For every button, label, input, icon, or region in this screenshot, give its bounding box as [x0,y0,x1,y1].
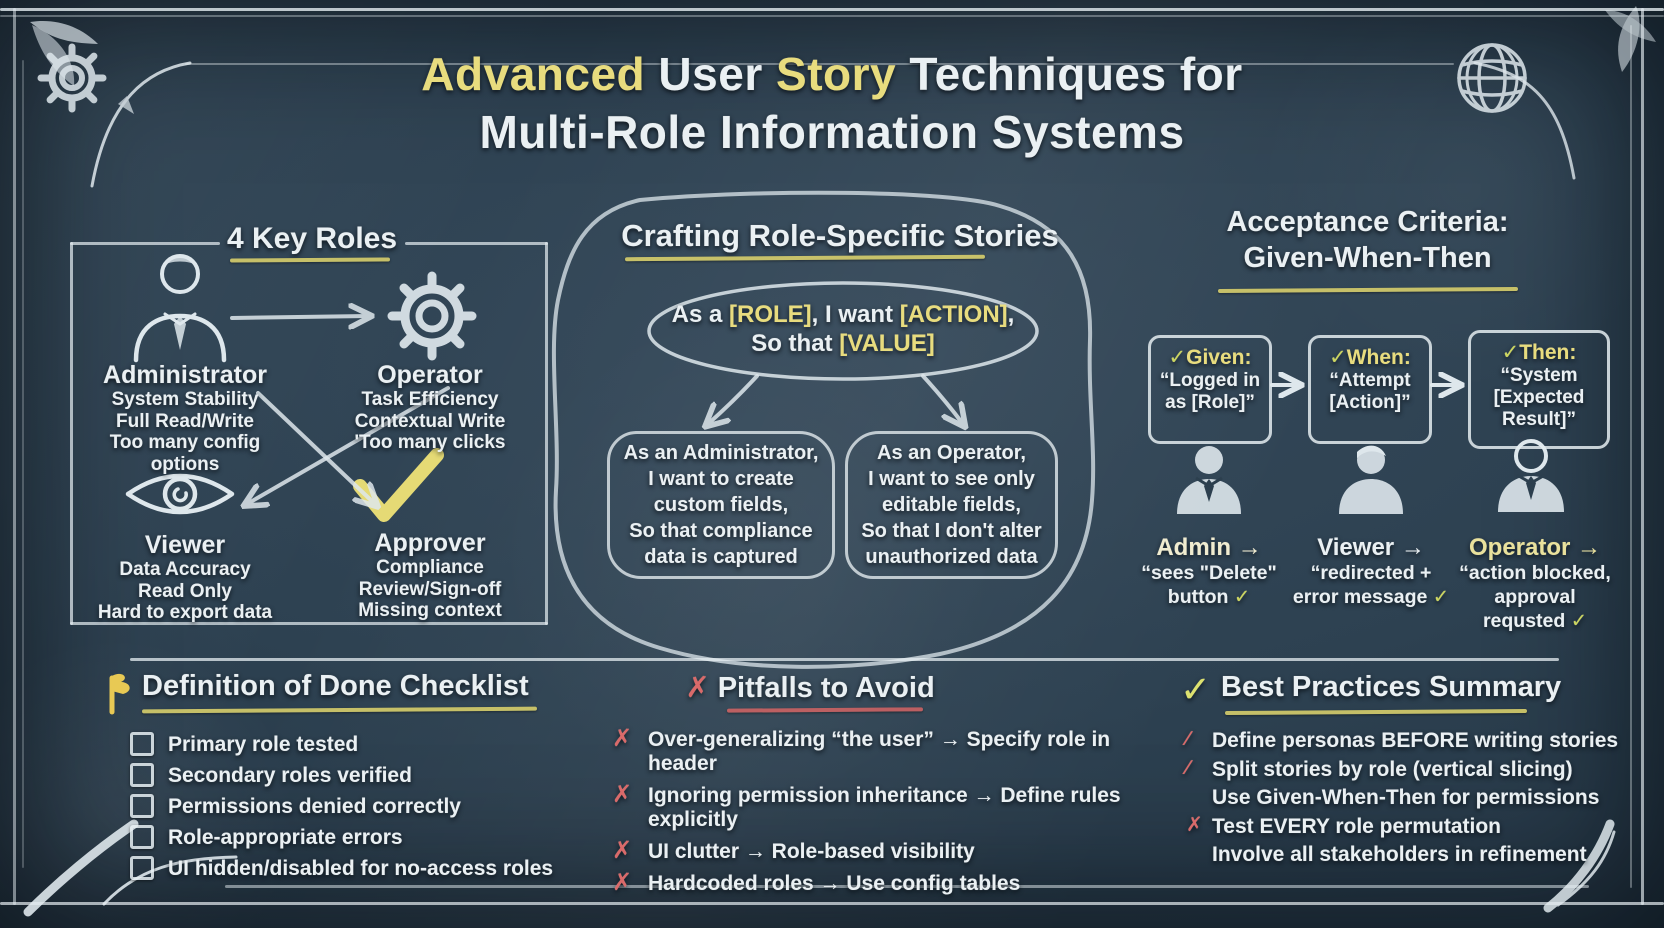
best-practice-item: ∕Define personas BEFORE writing stories [1186,728,1619,752]
cross-icon: ✗ [1186,813,1203,836]
cross-icon: ✗ [685,672,710,704]
operator-gear-icon [387,271,477,361]
checkbox[interactable] [130,794,154,818]
outcome-admin: Admin → “sees "Delete" button ✓ [1141,534,1277,608]
frame-bottom-line-2 [0,902,1664,905]
crafting-stories-blob [551,190,1096,669]
frame-left-line [13,8,16,905]
check-icon: ✓ [1180,669,1212,710]
arrow-icon: → [1400,534,1425,561]
role-viewer: Viewer Data Accuracy Read Only Hard to e… [85,532,285,624]
role-name: Viewer [144,531,226,559]
best-practice-item: ✗Test EVERY role permutation [1186,813,1502,838]
frame-inner-top-line [185,63,1454,65]
roles-panel-border [70,242,73,625]
check-icon: ✓ [1168,346,1187,369]
frame-top-line [0,8,1664,11]
outcome-viewer: Viewer → “redirected + error message ✓ [1292,534,1450,608]
story-example-operator: As an Operator, I want to see only edita… [845,431,1058,579]
slash-icon: ∕ [1186,728,1190,750]
roles-panel-border [70,242,220,245]
frame-left-line-2 [22,60,24,868]
checklist-item: Permissions denied correctly [130,794,553,818]
arrow-icon: → [1237,534,1262,561]
checkbox[interactable] [130,825,154,849]
gear-icon-decor [37,43,107,113]
pitfall-item: ✗Hardcoded roles → Use config tables [612,869,1021,896]
corner-flourish-bottom-left [23,819,238,917]
checklist-item: UI hidden/disabled for no-access roles [130,856,553,880]
pitfalls-heading: ✗ Pitfalls to Avoid [685,672,935,704]
title-line-2: Multi-Role Information Systems [479,105,1185,158]
cross-icon: ✗ [612,869,633,896]
checkbox[interactable] [130,856,154,880]
checklist-item: Role-appropriate errors [130,825,553,849]
checkbox[interactable] [130,732,154,756]
check-icon: ✓ [1432,586,1450,608]
frame-top-line-2 [0,15,1664,17]
check-icon: ✓ [1233,586,1251,608]
check-icon: ✓ [1570,610,1588,632]
role-approver: Approver Compliance Review/Sign-off Miss… [330,530,530,622]
roles-panel-border [405,242,548,245]
check-icon: ✓ [1329,346,1347,369]
flag-icon [109,673,130,715]
story-template: As a [ROLE], I want [ACTION], So that [V… [671,301,1015,357]
best-practices-list: ∕Define personas BEFORE writing stories … [1186,728,1626,873]
pitfall-item: ✗UI clutter → Role-based visibility [612,837,975,864]
checklist-item: Primary role tested [130,732,553,756]
title-line-1: Advanced User Story Techniques for [421,48,1243,100]
frame-right-line-2 [1630,25,1632,888]
check-icon: ✓ [1501,341,1520,364]
viewer-eye-icon [125,473,235,515]
acceptance-heading: Acceptance Criteria: Given-When-Then [1226,206,1509,274]
role-operator: Operator Task Efficiency Contextual Writ… [330,362,530,454]
globe-icon [1457,43,1527,113]
done-checklist: Primary role tested Secondary roles veri… [130,732,553,887]
given-box: ✓Given: “Logged in as [Role]” [1148,335,1272,444]
best-practice-item: Use Given-When-Then for permissions [1212,786,1600,809]
cross-icon: ✗ [612,725,633,752]
page-title: Advanced User Story Techniques for Multi… [0,46,1664,162]
cross-icon: ✗ [612,781,633,808]
cross-icon: ✗ [612,837,633,864]
then-box: ✓Then: “System [Expected Result]” [1468,330,1610,449]
frame-bottom-line [225,885,1589,888]
admin-person-icon [1177,446,1241,514]
when-box: ✓When: “Attempt [Action]” [1308,335,1432,444]
checkbox[interactable] [130,763,154,787]
viewer-person-icon [1339,445,1403,514]
role-administrator: Administrator System Stability Full Read… [85,362,285,475]
role-name: Operator [377,361,483,389]
slash-icon: ∕ [1186,756,1190,779]
story-example-administrator: As an Administrator, I want to create cu… [607,431,835,579]
role-name: Administrator [103,361,267,389]
pitfall-item: ✗Ignoring permission inheritance → Defin… [612,781,1121,832]
corner-flourish-bottom-right [1543,819,1616,913]
pitfall-item: ✗Over-generalizing “the user” → Specify … [612,725,1111,776]
checklist-item: Secondary roles verified [130,763,553,787]
roles-panel-border [545,242,548,625]
approver-check-icon [353,448,444,522]
best-practice-item: Involve all stakeholders in refinement [1212,843,1587,866]
outcome-operator: Operator → “action blocked, approval req… [1459,534,1611,632]
done-checklist-heading: Definition of Done Checklist [142,670,529,702]
roles-panel-border [70,622,548,625]
arrow-icon: → [1577,534,1602,561]
administrator-person-icon [133,254,227,363]
pitfalls-list: ✗Over-generalizing “the user” → Specify … [612,725,1127,904]
role-name: Approver [374,529,486,557]
section-divider [130,658,1559,661]
crafting-stories-heading: Crafting Role-Specific Stories [621,218,1059,253]
best-practices-heading: ✓Best Practices Summary [1180,669,1562,710]
operator-person-icon [1498,439,1564,512]
roles-panel-heading: 4 Key Roles [226,222,398,255]
role-flow-arrows [230,316,450,504]
best-practice-item: ∕Split stories by role (vertical slicing… [1186,756,1573,781]
frame-right-line [1641,8,1644,905]
